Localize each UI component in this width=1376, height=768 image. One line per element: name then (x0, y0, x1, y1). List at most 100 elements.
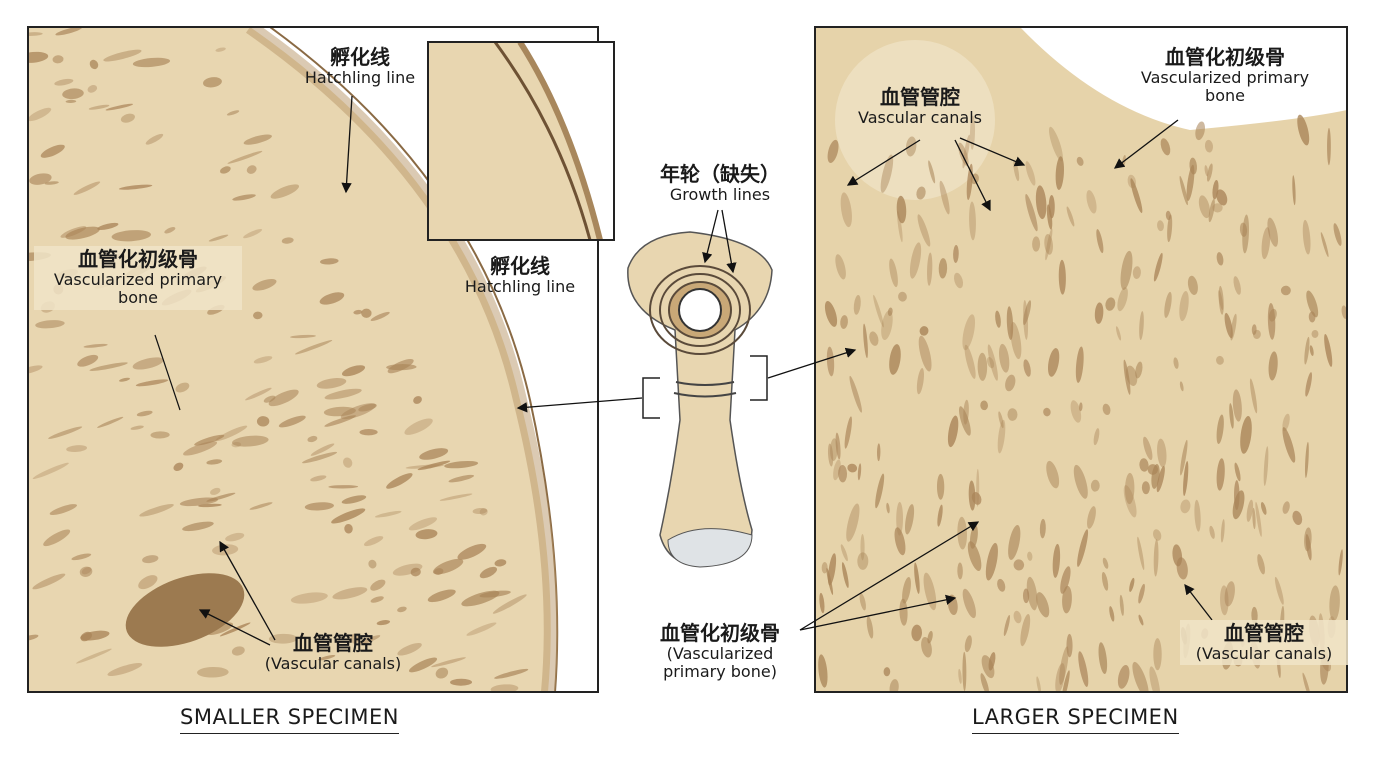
vascular-canal (194, 434, 225, 446)
vascular-canal (252, 278, 277, 291)
vascular-canal (1008, 524, 1021, 560)
vascular-canal (65, 99, 77, 103)
vascular-canal (270, 184, 300, 199)
vascular-canal (28, 51, 49, 63)
vascular-canal (1204, 139, 1214, 153)
vascular-canal (1239, 222, 1248, 237)
vascular-canal (909, 242, 922, 279)
vascular-canal (928, 160, 936, 184)
vascular-canal (364, 536, 384, 547)
vascular-canal (54, 78, 74, 86)
vascular-canal (1224, 581, 1235, 607)
vascular-canal (417, 460, 451, 471)
vascular-canal (28, 634, 39, 641)
vascular-canal (1117, 665, 1130, 689)
vascular-canal (821, 562, 828, 574)
vascular-canal (883, 667, 891, 677)
vascular-canal (1152, 529, 1162, 541)
vascular-canal (1096, 229, 1104, 254)
vascular-canal (1206, 163, 1213, 182)
vascular-canal (357, 635, 381, 645)
label-en: Vascularized primary (53, 270, 223, 289)
vascular-canal (1076, 156, 1084, 166)
vascular-canal (969, 201, 976, 241)
vascular-canal (1212, 203, 1223, 213)
vascular-canal (827, 139, 839, 163)
vascular-canal (838, 464, 848, 483)
vascular-canal (1153, 252, 1163, 282)
vascular-canal (902, 577, 911, 604)
vascular-canal (826, 346, 835, 377)
vascular-canal (450, 678, 473, 686)
vascular-canal (1157, 438, 1167, 468)
vascular-canal (268, 633, 298, 644)
vascular-canal (958, 406, 971, 436)
vascular-canal (479, 508, 488, 516)
vascular-canal (55, 27, 83, 36)
vascular-canal (1135, 361, 1143, 379)
vascular-canal (997, 419, 1006, 454)
vascular-canal (1204, 165, 1209, 177)
vascular-canal (1060, 566, 1071, 594)
vascular-canal (1260, 502, 1267, 515)
vascular-canal (927, 252, 933, 286)
vascular-canal (370, 596, 384, 603)
vascular-canal (875, 473, 885, 509)
vascular-canal (818, 654, 828, 688)
vascular-canal (977, 352, 988, 381)
vascular-canal (1047, 348, 1060, 377)
inset-hatchling-label: 孵化线 Hatchling line (440, 255, 600, 296)
vascular-canal (1036, 592, 1050, 618)
vascular-canal (889, 344, 901, 375)
vascular-canal (1124, 472, 1135, 505)
vascular-canal (1320, 232, 1329, 258)
vascular-canal (448, 474, 475, 483)
vascular-canal (980, 673, 990, 692)
vascular-canal (863, 323, 868, 359)
vascular-canal (1216, 355, 1224, 365)
vascular-canal (408, 517, 438, 531)
vascular-canal (1013, 610, 1022, 624)
vascular-canal (1216, 189, 1228, 206)
label-zh: 血管化初级骨 (78, 247, 198, 271)
vascular-canal (328, 485, 359, 489)
vascular-canal (219, 166, 231, 174)
vascular-canal (921, 636, 932, 658)
vascular-canal (361, 308, 372, 318)
vascular-canal (1304, 336, 1310, 365)
vascular-canal (937, 504, 943, 527)
vascular-canal (73, 181, 101, 195)
vascular-canal (824, 301, 838, 327)
vascular-canal (1268, 308, 1277, 322)
vascular-canal (1138, 583, 1145, 604)
vascular-canal (962, 588, 976, 619)
vascular-canal (914, 562, 920, 594)
vascular-canals-label-right-bottom: 血管管腔 (Vascular canals) (1180, 620, 1348, 666)
vascular-canal (830, 438, 838, 461)
vascular-canal (77, 354, 99, 367)
vascular-canal (1120, 250, 1133, 290)
vascular-canal (840, 315, 848, 329)
vascular-canal (83, 343, 108, 348)
vascular-canal (408, 657, 438, 673)
vascular-canal (1311, 329, 1319, 338)
vascular-canal (1010, 321, 1022, 360)
vascular-canal (958, 142, 969, 167)
vascular-canal (1194, 499, 1201, 532)
vascular-canal (886, 502, 890, 514)
humerus-bone-diagram (627, 231, 773, 568)
vascular-canal (203, 77, 222, 88)
growth-lines-label: 年轮（缺失） Growth lines (630, 163, 810, 204)
vascular-canal (118, 184, 153, 190)
vascular-canal (844, 416, 852, 449)
large-vascular-canal (125, 573, 245, 647)
label-en: (Vascularized (666, 644, 774, 663)
vascular-canal (849, 375, 862, 413)
vascular-canal (310, 443, 335, 456)
vascular-canal (1327, 127, 1331, 166)
vascular-canal (1025, 161, 1036, 186)
vascular-canal (1274, 576, 1284, 605)
vascular-canal (43, 529, 71, 547)
vascular-canal (1216, 252, 1224, 266)
vascular-canal (231, 646, 245, 656)
